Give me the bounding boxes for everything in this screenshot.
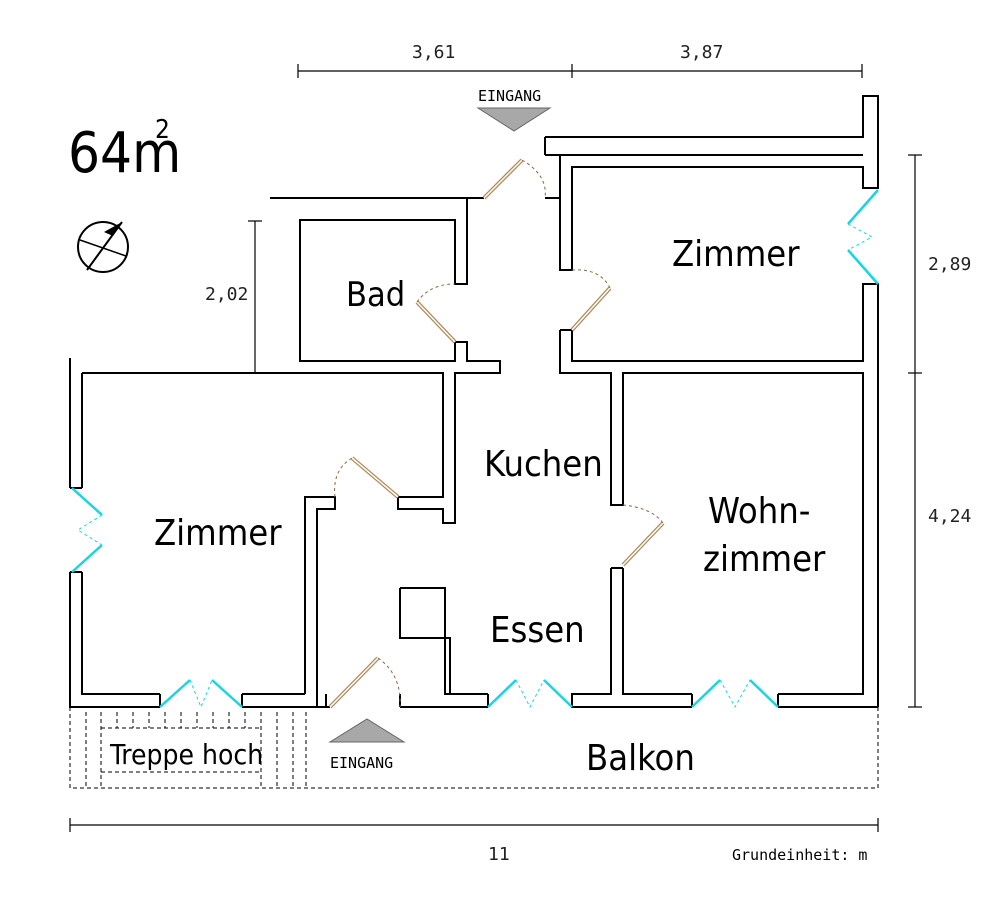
stairs bbox=[85, 712, 307, 788]
dim-right-bottom: 4,24 bbox=[928, 506, 971, 527]
window-essen bbox=[487, 679, 573, 709]
entrance-arrow-top-icon bbox=[476, 107, 552, 132]
door-zimmer-ne bbox=[570, 269, 612, 332]
room-label-bad: Bad bbox=[346, 275, 405, 315]
door-entrance-top bbox=[482, 158, 546, 200]
dim-right-top: 2,89 bbox=[928, 254, 971, 275]
dimension-bottom bbox=[69, 818, 879, 832]
room-label-essen: Essen bbox=[490, 610, 585, 651]
door-bad bbox=[415, 283, 457, 344]
entrance-label-bottom: EINGANG bbox=[330, 754, 393, 772]
area-superscript: 2 bbox=[155, 115, 170, 145]
compass-icon bbox=[77, 221, 129, 273]
dim-top-right: 3,87 bbox=[680, 42, 723, 63]
room-label-balkon: Balkon bbox=[586, 738, 695, 779]
area-value: 64m bbox=[68, 121, 181, 186]
walls bbox=[69, 95, 879, 708]
dimension-top bbox=[297, 64, 863, 78]
entrance-label-top: EINGANG bbox=[478, 87, 541, 105]
unit-note: Grundeinheit: m bbox=[732, 846, 867, 864]
door-zimmer-w bbox=[334, 456, 400, 499]
room-label-wohn-2: zimmer bbox=[703, 539, 826, 580]
door-wohnzimmer bbox=[621, 504, 665, 567]
dim-total: 11 bbox=[488, 844, 510, 865]
dim-top-left: 3,61 bbox=[412, 42, 455, 63]
balcony bbox=[69, 707, 879, 789]
dimension-bad bbox=[248, 220, 262, 374]
room-label-kuchen: Kuchen bbox=[484, 444, 603, 485]
dim-left-bad: 2,02 bbox=[205, 284, 248, 305]
stairs-label: Treppe hoch bbox=[109, 738, 263, 771]
window-west bbox=[71, 487, 103, 573]
room-label-wohn-1: Wohn- bbox=[708, 491, 810, 532]
window-west-bottom bbox=[159, 679, 243, 709]
dimension-right bbox=[908, 154, 922, 708]
room-label-zimmer-w: Zimmer bbox=[154, 513, 282, 554]
room-label-zimmer-ne: Zimmer bbox=[672, 234, 800, 275]
door-entrance-bottom bbox=[328, 656, 401, 709]
window-ne bbox=[847, 189, 879, 285]
entrance-arrow-bottom-icon bbox=[328, 718, 406, 743]
window-wohn bbox=[691, 679, 779, 709]
